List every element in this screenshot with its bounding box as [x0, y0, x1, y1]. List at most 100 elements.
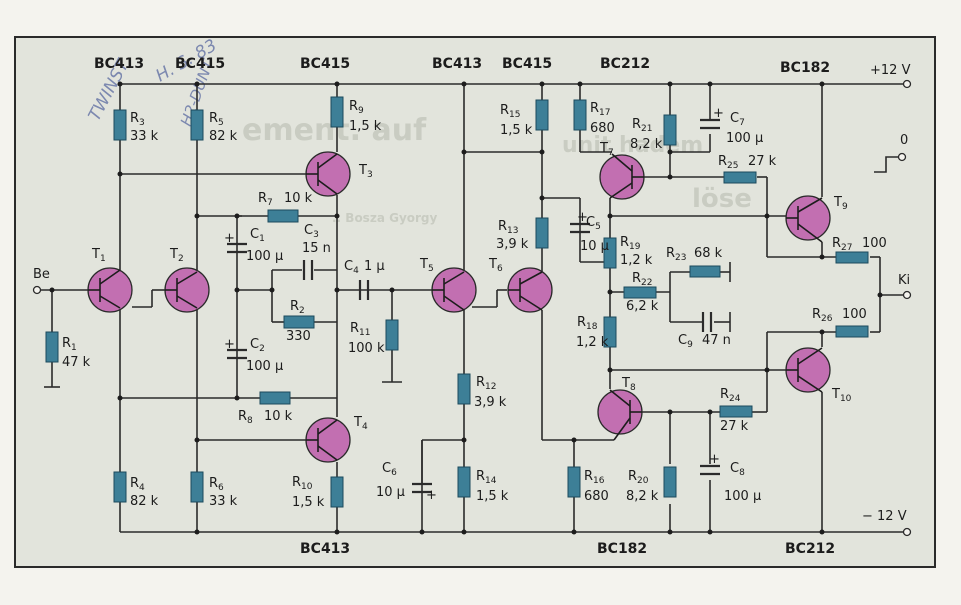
svg-text:100 µ: 100 µ: [246, 249, 283, 264]
resistor-r19: [603, 237, 617, 269]
svg-text:R23: R23: [666, 246, 687, 263]
label-r24: R24 27 k: [720, 387, 749, 434]
transistor-t7: [599, 153, 645, 200]
svg-text:R17: R17: [590, 101, 611, 118]
type-label-t2: BC415: [175, 56, 225, 72]
svg-text:R21: R21: [632, 117, 653, 134]
transistor-t8: [597, 389, 643, 441]
svg-text:R4: R4: [130, 476, 145, 493]
svg-text:47 k: 47 k: [62, 355, 91, 370]
svg-text:15 n: 15 n: [302, 241, 331, 256]
svg-text:1,5 k: 1,5 k: [292, 495, 325, 510]
svg-text:R9: R9: [349, 99, 364, 116]
svg-text:R25: R25: [718, 154, 739, 171]
vplus-label: +12 V: [870, 63, 911, 78]
label-r8: R8 10 k: [238, 409, 293, 426]
input-label: Be: [33, 267, 50, 282]
svg-text:C3: C3: [304, 223, 319, 240]
svg-text:100 µ: 100 µ: [724, 489, 761, 504]
svg-text:100 µ: 100 µ: [726, 131, 763, 146]
svg-text:68 k: 68 k: [694, 246, 723, 261]
svg-text:R8: R8: [238, 409, 253, 426]
resistors: [45, 96, 869, 508]
label-r9: R9 1,5 k: [349, 99, 382, 134]
schematic-board: ement. auf unit hadem löse .. Bosza Gyor…: [14, 36, 936, 568]
label-r11: R11 100 k: [348, 321, 385, 356]
vminus-label: − 12 V: [862, 509, 907, 524]
capacitors: + + + + + +: [224, 106, 724, 503]
svg-text:47 n: 47 n: [702, 333, 731, 348]
resistor-r15: [535, 99, 549, 131]
wiring: [37, 83, 907, 533]
type-label-t4: BC413: [300, 541, 350, 557]
svg-text:3,9 k: 3,9 k: [474, 395, 507, 410]
type-label-t10: BC212: [785, 541, 835, 557]
transistor-t4: [305, 417, 351, 463]
svg-text:unit hadem: unit hadem: [562, 133, 703, 158]
zero-terminal: [897, 152, 907, 162]
type-label-t6: BC415: [502, 56, 552, 72]
svg-text:R22: R22: [632, 271, 653, 288]
resistor-r6: [190, 471, 204, 503]
svg-text:100 k: 100 k: [348, 341, 385, 356]
svg-text:R5: R5: [209, 111, 224, 128]
svg-text:+: +: [709, 452, 720, 467]
designator-t10: T10: [831, 387, 852, 404]
svg-text:löse: löse: [692, 184, 752, 214]
svg-text:.. Bosza Gyorgy: .. Bosza Gyorgy: [332, 211, 438, 225]
svg-text:1,5 k: 1,5 k: [349, 119, 382, 134]
svg-text:C6: C6: [382, 461, 397, 478]
svg-text:R24: R24: [720, 387, 741, 404]
svg-text:R14: R14: [476, 469, 497, 486]
resistor-r26: [835, 325, 869, 338]
designator-t9: T9: [833, 195, 848, 212]
svg-text:33 k: 33 k: [209, 494, 238, 509]
svg-text:R15: R15: [500, 103, 521, 120]
capacitor-c7: +: [700, 106, 724, 130]
designator-t4: T4: [353, 415, 368, 432]
svg-text:R10: R10: [292, 475, 313, 492]
svg-text:330: 330: [286, 329, 311, 344]
svg-text:27 k: 27 k: [720, 419, 749, 434]
capacitor-c8: +: [700, 452, 720, 476]
label-r12: R12 3,9 k: [474, 375, 507, 410]
resistor-r17: [573, 99, 587, 131]
svg-text:R11: R11: [350, 321, 371, 338]
resistor-r21: [663, 114, 677, 146]
resistor-r4: [113, 471, 127, 503]
svg-text:1,5 k: 1,5 k: [500, 123, 533, 138]
resistor-r16: [567, 466, 581, 498]
svg-text:R27: R27: [832, 236, 853, 253]
resistor-r5: [190, 109, 204, 141]
capacitor-c1: +: [224, 231, 247, 254]
resistor-r1: [45, 331, 59, 363]
transistor-t1: [87, 267, 133, 313]
resistor-r22: [623, 286, 657, 299]
svg-text:R12: R12: [476, 375, 497, 392]
transistor-t3: [305, 151, 351, 197]
designator-t2: T2: [169, 247, 184, 264]
svg-text:1,5 k: 1,5 k: [476, 489, 509, 504]
terminals: [32, 79, 912, 537]
svg-text:10 k: 10 k: [264, 409, 293, 424]
capacitor-c9: [701, 312, 713, 332]
capacitor-c3: [302, 260, 314, 280]
capacitor-c5: +: [570, 210, 590, 234]
